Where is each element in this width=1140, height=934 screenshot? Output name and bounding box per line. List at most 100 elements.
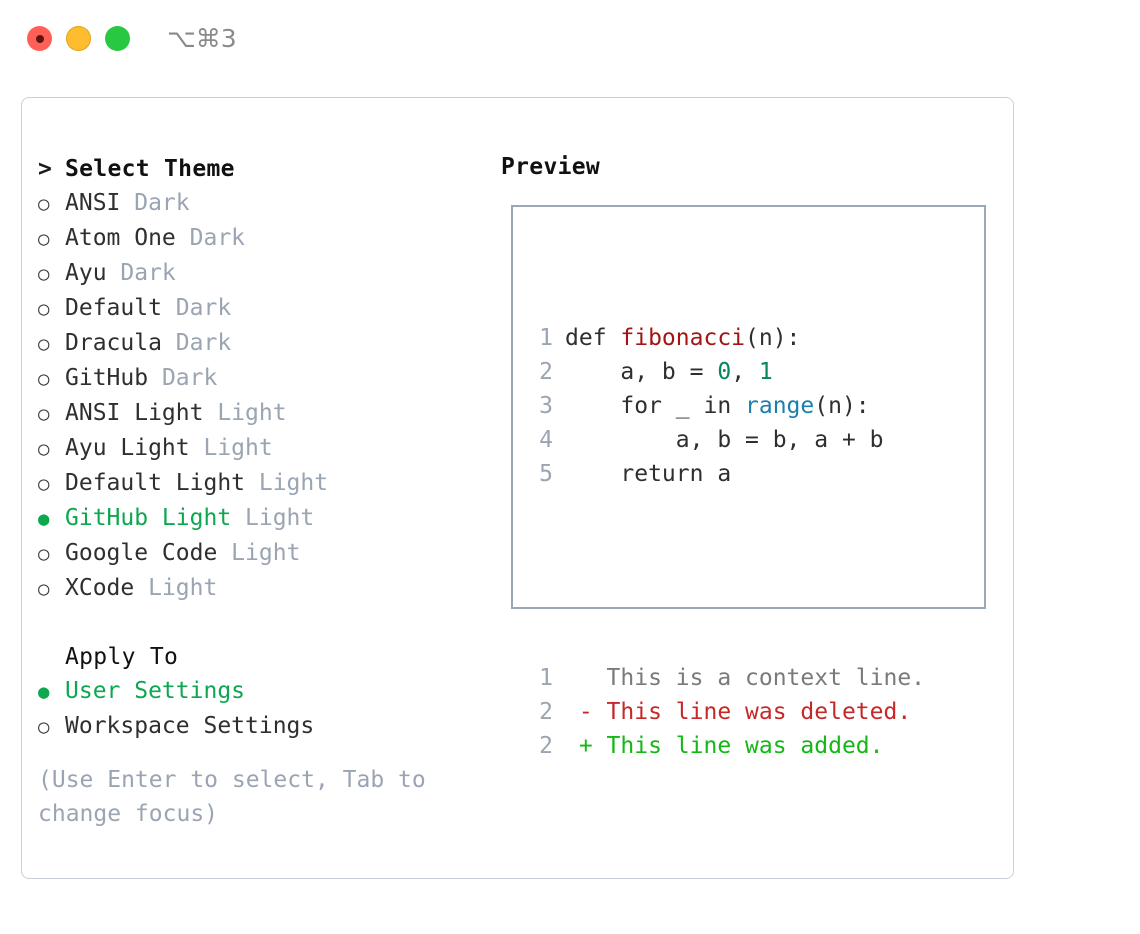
apply-to-item-label: User Settings (65, 678, 246, 704)
preview-section: Preview (501, 152, 600, 182)
code-token-plain: (n): (814, 393, 870, 419)
code-token-plain: def (565, 325, 621, 351)
code-line: 3 for _ in range(n): (531, 389, 925, 423)
radio-selected-icon: ● (38, 508, 50, 530)
radio-selected-icon: ● (38, 681, 50, 703)
line-number: 2 (539, 699, 553, 725)
code-token-plain: for _ in (565, 393, 746, 419)
theme-item-variant: Light (189, 435, 273, 461)
code-token-num: 0 (717, 359, 732, 385)
theme-item-label: GitHub Light (65, 505, 232, 531)
code-token-plain: a, b = b, a + b (565, 427, 884, 453)
radio-unselected-icon: ○ (38, 438, 50, 460)
diff-sign (565, 665, 607, 691)
code-token-call: range (745, 393, 815, 419)
theme-item[interactable]: ○ GitHub Dark (38, 361, 478, 396)
diff-line: 2 - This line was deleted. (531, 695, 925, 729)
theme-item[interactable]: ● GitHub Light Light (38, 501, 478, 536)
theme-item-label: Ayu (65, 260, 107, 286)
apply-to-header: Apply To (38, 640, 478, 674)
theme-item-variant: Dark (148, 365, 218, 391)
preview-title: Preview (501, 154, 601, 180)
code-line: 2 a, b = 0, 1 (531, 355, 925, 389)
theme-item[interactable]: ○ ANSI Light Light (38, 396, 478, 431)
theme-item[interactable]: ○Default Light Light (38, 466, 478, 501)
theme-item-variant: Light (134, 575, 218, 601)
radio-unselected-icon: ○ (38, 193, 50, 215)
theme-item-variant: Dark (161, 330, 232, 356)
theme-item-variant: Dark (106, 260, 176, 286)
diff-block: 1 This is a context line.2 - This line w… (531, 661, 925, 763)
theme-item-label: Default (65, 295, 162, 321)
theme-item-variant: Light (217, 540, 301, 566)
theme-item[interactable]: ○ Dracula Dark (38, 326, 478, 361)
theme-item-label: Dracula (65, 330, 162, 356)
line-number: 2 (539, 733, 553, 759)
theme-item-label: Default Light (65, 470, 246, 496)
apply-to-item[interactable]: ○ Workspace Settings (38, 709, 478, 744)
theme-item[interactable]: ○Ayu Light Light (38, 431, 478, 466)
maximize-button[interactable] (105, 26, 130, 51)
theme-item-variant: Dark (175, 225, 246, 251)
theme-item-variant: Dark (161, 295, 232, 321)
radio-unselected-icon: ○ (38, 298, 50, 320)
theme-item[interactable]: ○ Google Code Light (38, 536, 478, 571)
apply-to-item[interactable]: ● User Settings (38, 674, 478, 709)
theme-item-label: XCode (65, 575, 135, 601)
radio-unselected-icon: ○ (38, 368, 50, 390)
diff-line: 1 This is a context line. (531, 661, 925, 695)
radio-unselected-icon: ○ (38, 473, 50, 495)
apply-to-item-label: Workspace Settings (65, 713, 315, 739)
apply-to-title: Apply To (65, 644, 179, 670)
theme-item[interactable]: ○ XCode Light (38, 571, 478, 606)
diff-text: This line was added. (606, 733, 884, 759)
line-number: 3 (539, 393, 553, 419)
diff-text: This line was deleted. (606, 699, 912, 725)
code-token-plain: a, b = (565, 359, 718, 385)
code-token-plain: return a (565, 461, 732, 487)
code-line: 4 a, b = b, a + b (531, 423, 925, 457)
radio-unselected-icon: ○ (38, 543, 50, 565)
theme-item[interactable]: ○ Default Dark (38, 291, 478, 326)
radio-unselected-icon: ○ (38, 333, 50, 355)
theme-item-label: ANSI Light (65, 400, 204, 426)
keyboard-hint: (Use Enter to select, Tab to change focu… (38, 767, 426, 827)
line-number: 4 (539, 427, 553, 453)
theme-list: ○ANSI Dark○Atom One Dark○Ayu Dark○Defaul… (38, 186, 478, 606)
title-bar: ⌥⌘3 (0, 0, 1140, 78)
apply-to-list: ● User Settings ○ Workspace Settings (38, 674, 478, 744)
code-line: 5 return a (531, 457, 925, 491)
theme-item-variant: Dark (120, 190, 190, 216)
line-number: 2 (539, 359, 553, 385)
diff-line: 2 + This line was added. (531, 729, 925, 763)
theme-item[interactable]: ○Ayu Dark (38, 256, 478, 291)
theme-item[interactable]: ○Atom One Dark (38, 221, 478, 256)
select-theme-title: Select Theme (65, 156, 235, 182)
theme-item[interactable]: ○ ANSI Dark (38, 186, 478, 221)
theme-item-label: GitHub (65, 365, 149, 391)
minimize-button[interactable] (66, 26, 91, 51)
theme-item-label: ANSI (65, 190, 121, 216)
diff-text: This is a context line. (606, 665, 926, 691)
theme-item-variant: Light (231, 505, 315, 531)
close-button[interactable] (27, 26, 52, 51)
code-diff-spacer (531, 559, 925, 593)
code-token-func: fibonacci (620, 325, 746, 351)
radio-unselected-icon: ○ (38, 578, 50, 600)
theme-item-label: Atom One (65, 225, 176, 251)
radio-unselected-icon: ○ (38, 403, 50, 425)
diff-sign: + (565, 733, 607, 759)
theme-item-label: Google Code (65, 540, 218, 566)
line-number: 5 (539, 461, 553, 487)
code-token-plain: , (731, 359, 759, 385)
code-token-plain: (n): (745, 325, 801, 351)
theme-item-variant: Light (203, 400, 287, 426)
select-theme-header: > Select Theme (38, 152, 478, 186)
radio-unselected-icon: ○ (38, 716, 50, 738)
code-token-num: 1 (758, 359, 773, 385)
prompt-caret-icon: > (38, 156, 52, 182)
